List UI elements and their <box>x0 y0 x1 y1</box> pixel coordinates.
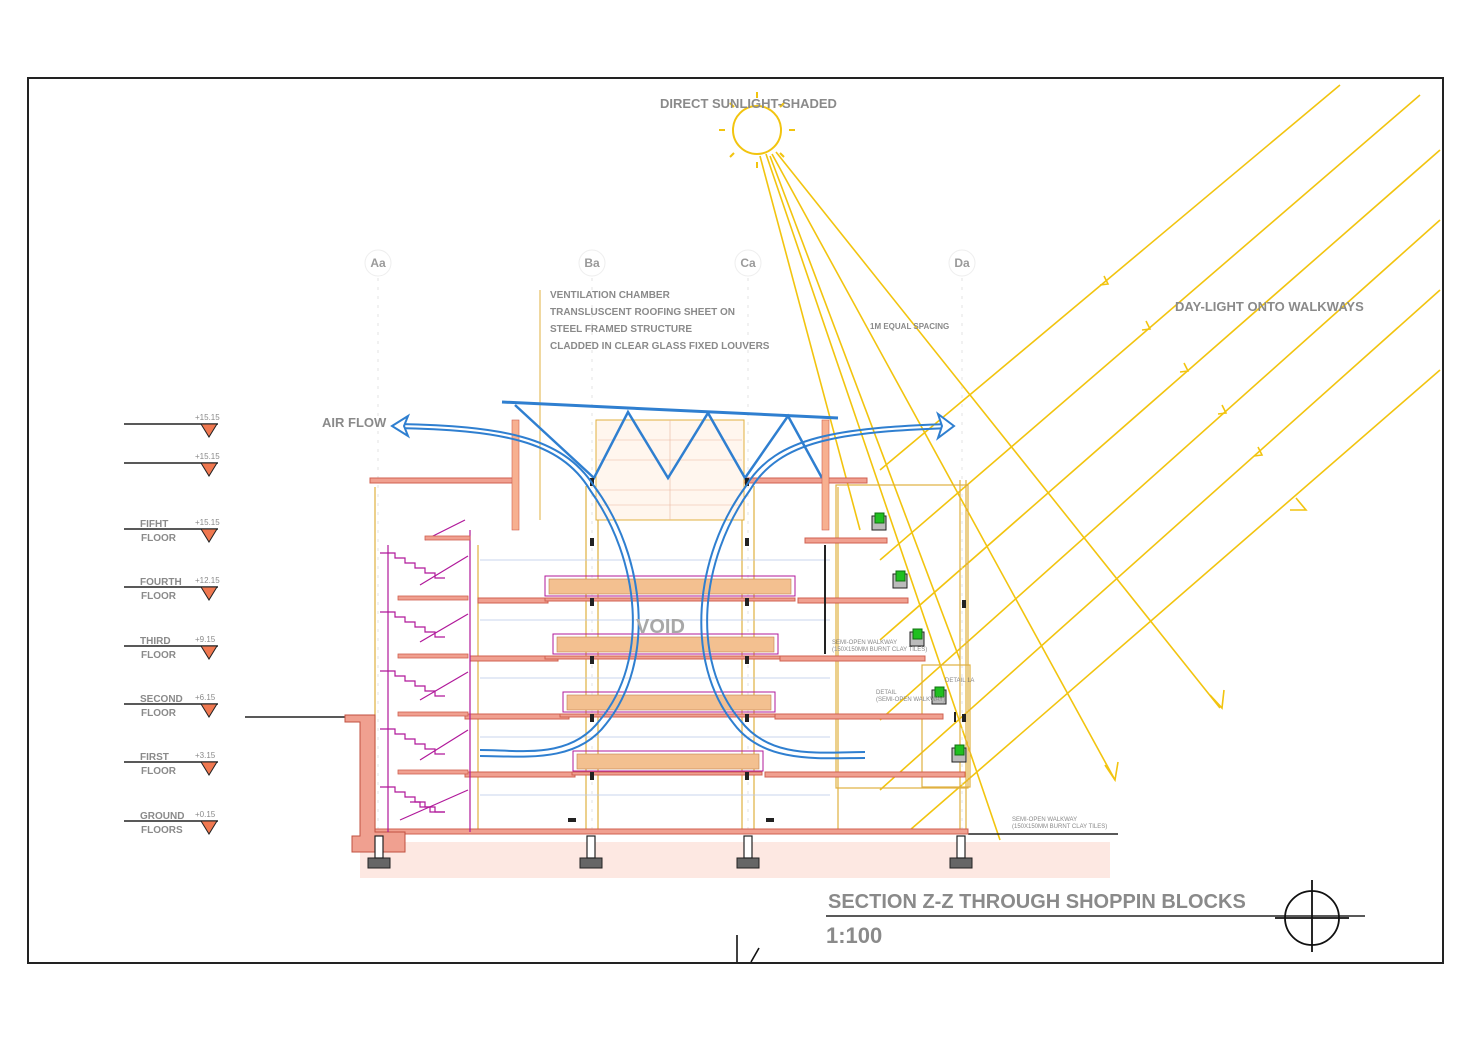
sun-icon <box>719 92 795 168</box>
level-elevation: +15.15 <box>195 518 220 527</box>
level-marker: +9.15 THIRD FLOOR <box>124 635 218 661</box>
stair-landings <box>397 535 471 775</box>
ventilation-note-1: VENTILATION CHAMBER <box>550 290 671 301</box>
grid-label-d: Da <box>954 256 970 270</box>
void-label: VOID <box>636 616 685 638</box>
retaining-wall <box>344 714 406 853</box>
airflow-arrowhead-left <box>390 413 411 439</box>
level-name-suffix: FLOOR <box>141 591 177 602</box>
detail-note: DETAIL <box>876 690 897 696</box>
airflow-arrows <box>394 423 951 760</box>
level-elevation: +15.15 <box>195 452 220 461</box>
grid-bubble-a: Aa <box>364 249 392 277</box>
ventilation-notes: VENTILATION CHAMBER TRANSLUSCENT ROOFING… <box>550 290 770 352</box>
level-name: GROUND <box>140 811 184 822</box>
roof-sheet <box>501 400 839 420</box>
level-name: SECOND <box>140 694 183 705</box>
level-triangle-icon <box>200 645 218 660</box>
ventilation-note-2: TRANSLUSCENT ROOFING SHEET ON <box>550 307 735 318</box>
level-triangle-icon <box>200 462 218 477</box>
level-marker: +0.15 GROUND FLOORS <box>124 810 218 836</box>
walkway-note-1: SEMI-OPEN WALKWAY <box>832 640 897 646</box>
level-name-suffix: FLOOR <box>141 708 177 719</box>
louver-left <box>511 419 520 531</box>
daylight-label: DAY-LIGHT ONTO WALKWAYS <box>1175 299 1364 314</box>
level-name-suffix: FLOORS <box>141 825 183 836</box>
sun-rays <box>759 151 1221 841</box>
level-name: FOURTH <box>140 577 182 588</box>
section-scale: 1:100 <box>826 923 882 948</box>
level-marker: +15.15 <box>124 452 220 477</box>
louver-right <box>821 419 830 531</box>
level-elevation: +9.15 <box>195 635 216 644</box>
level-marker: +15.15 FIFHT FLOOR <box>124 518 220 544</box>
level-triangle-icon <box>200 703 218 718</box>
airflow-arrowhead-right <box>936 411 956 441</box>
level-elevation: +12.15 <box>195 576 220 585</box>
sun-label: DIRECT SUNLIGHT-SHADED <box>660 96 837 111</box>
level-marker: +3.15 FIRST FLOOR <box>124 751 218 777</box>
level-triangle-icon <box>200 586 218 601</box>
level-triangle-icon <box>200 423 218 438</box>
grid-lines <box>377 278 963 870</box>
sheet-border <box>27 77 1444 964</box>
level-name-suffix: FLOOR <box>141 533 177 544</box>
daylight-rays <box>879 84 1441 831</box>
level-markers: +15.15+15.15+15.15FIFHTFLOOR+12.15FOURTH… <box>124 413 220 836</box>
grid-bubble-b: Ba <box>578 249 606 277</box>
walkway-note-2: SEMI-OPEN WALKWAY <box>1012 817 1077 823</box>
detail-1a-note: DETAIL 1A <box>945 678 974 684</box>
grid-label-b: Ba <box>584 256 600 270</box>
building-section <box>344 400 973 869</box>
level-name-suffix: FLOOR <box>141 766 177 777</box>
level-name: THIRD <box>140 636 171 647</box>
level-elevation: +0.15 <box>195 810 216 819</box>
grid-bubble-d: Da <box>948 249 976 277</box>
airflow-label: AIR FLOW <box>322 415 387 430</box>
staircase <box>380 519 471 832</box>
detail-note-sub: (SEMI-OPEN WALKWAY) <box>876 697 945 703</box>
level-marker: +15.15 <box>124 413 220 438</box>
section-symbol <box>1275 880 1349 952</box>
grid-bubble-c: Ca <box>734 249 762 277</box>
ventilation-note-4: CLADDED IN CLEAR GLASS FIXED LOUVERS <box>550 341 770 352</box>
walkway-note-1-sub: (150X150MM BURNT CLAY TILES) <box>832 647 927 653</box>
roof-truss <box>514 404 824 481</box>
level-triangle-icon <box>200 761 218 776</box>
ventilation-note-3: STEEL FRAMED STRUCTURE <box>550 324 692 335</box>
ground-hatch <box>360 842 1110 878</box>
level-marker: +6.15 SECOND FLOOR <box>124 693 218 719</box>
level-name-suffix: FLOOR <box>141 650 177 661</box>
spacing-note: 1M EQUAL SPACING <box>870 322 949 331</box>
level-triangle-icon <box>200 528 218 543</box>
level-elevation: +3.15 <box>195 751 216 760</box>
level-elevation: +15.15 <box>195 413 220 422</box>
section-title: SECTION Z-Z THROUGH SHOPPIN BLOCKS <box>828 891 1246 913</box>
cut-mark <box>736 935 760 963</box>
level-name: FIRST <box>140 752 169 763</box>
level-marker: +12.15 FOURTH FLOOR <box>124 576 220 602</box>
grid-label-a: Aa <box>370 256 386 270</box>
planters <box>871 512 967 763</box>
level-name: FIFHT <box>140 519 168 530</box>
level-triangle-icon <box>200 820 218 835</box>
walkway-note-2-sub: (150X150MM BURNT CLAY TILES) <box>1012 824 1107 830</box>
level-elevation: +6.15 <box>195 693 216 702</box>
grid-label-c: Ca <box>740 256 756 270</box>
